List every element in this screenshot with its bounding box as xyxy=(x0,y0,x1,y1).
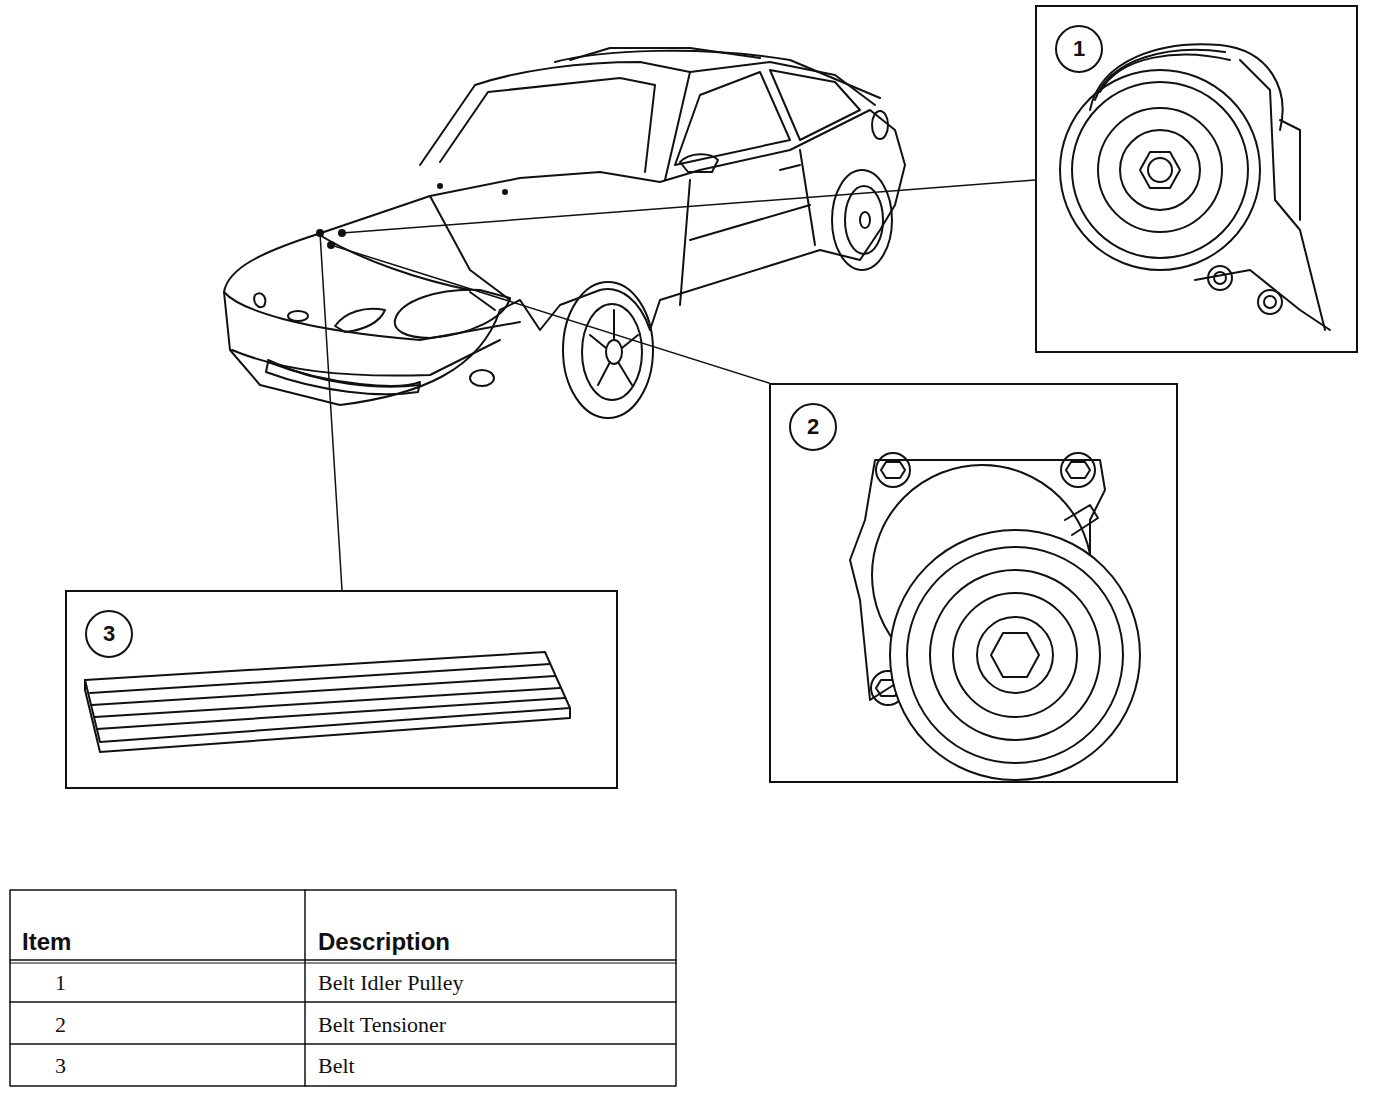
callout-number: 1 xyxy=(1055,25,1103,73)
table-cell: 2 xyxy=(55,1012,66,1038)
callout-panel: 3 xyxy=(65,590,618,789)
table-header: Item xyxy=(22,928,71,956)
belt-tensioner-drawing xyxy=(850,453,1140,780)
table-cell: 3 xyxy=(55,1053,66,1079)
table-cell: Belt Tensioner xyxy=(318,1012,446,1038)
leader-line xyxy=(320,180,1035,590)
callout-panel: 1 xyxy=(1035,5,1358,353)
idler-pulley-drawing xyxy=(1060,44,1330,330)
callout-number: 2 xyxy=(789,403,837,451)
table-cell: 1 xyxy=(55,970,66,996)
table-cell: Belt xyxy=(318,1053,355,1079)
callout-panel: 2 xyxy=(769,383,1178,783)
table-cell: Belt Idler Pulley xyxy=(318,970,463,996)
table-header: Description xyxy=(318,928,450,956)
table-grid xyxy=(10,890,676,1086)
callout-number: 3 xyxy=(85,610,133,658)
car-drawing xyxy=(224,48,905,418)
belt-drawing xyxy=(85,652,570,752)
